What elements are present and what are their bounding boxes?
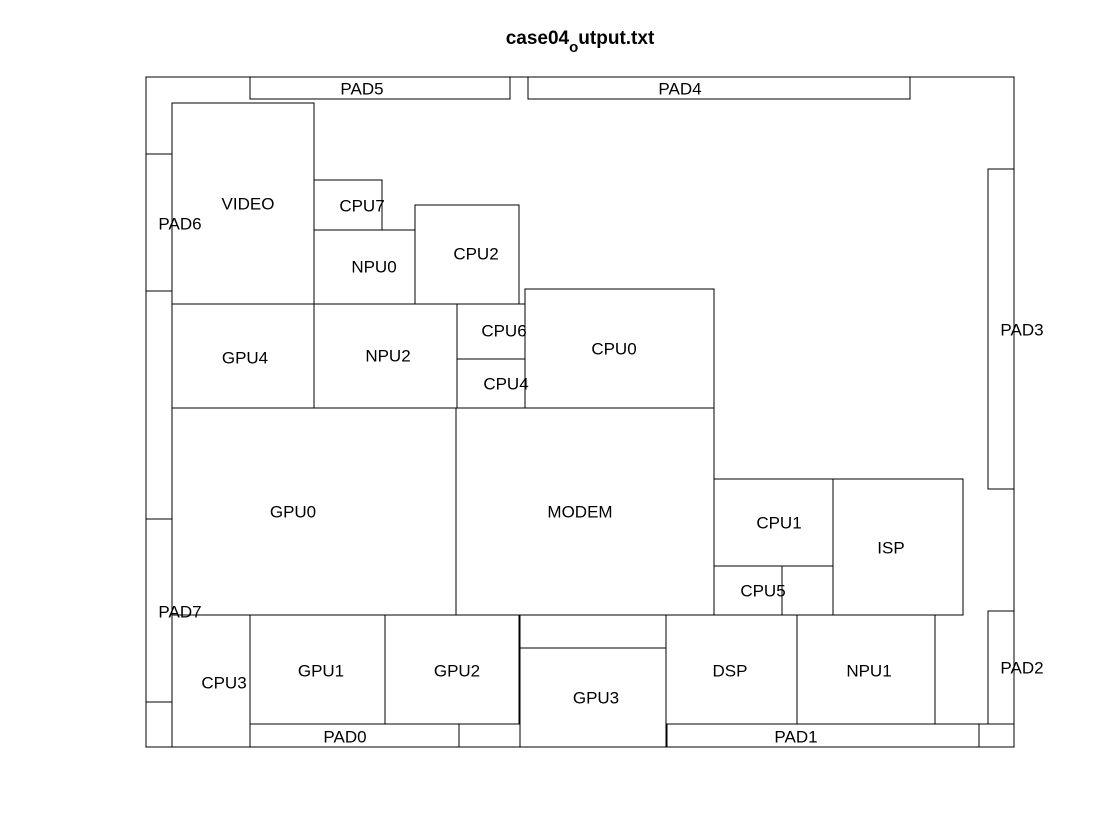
block-rect-gpu0 [171, 407, 457, 616]
block-label-isp: ISP [877, 538, 904, 557]
block-cpu0 [524, 288, 715, 409]
block-rect-video [171, 102, 315, 305]
block-label-npu1: NPU1 [846, 661, 891, 680]
block-rect-pad4 [527, 76, 911, 100]
block-label-npu2: NPU2 [365, 346, 410, 365]
block-label-pad4: PAD4 [658, 79, 701, 98]
block-rect-gpu1 [249, 614, 386, 725]
block-rect-pad1 [666, 723, 980, 748]
block-rect-cpu1 [713, 478, 834, 567]
block-rect-cpu5 [713, 565, 834, 616]
block-rect-pad3 [987, 168, 1015, 490]
block-label-cpu5: CPU5 [740, 581, 785, 600]
block-rect-cpu3 [171, 614, 251, 748]
block-label-pad2: PAD2 [1000, 658, 1043, 677]
block-cpu5 [713, 565, 834, 616]
block-label-video: VIDEO [222, 194, 275, 213]
block-label-pad5: PAD5 [340, 79, 383, 98]
block-rect-npu0 [313, 229, 416, 305]
block-rect-cpu0 [524, 288, 715, 409]
block-label-gpu4: GPU4 [222, 348, 268, 367]
diagram-title: case04output.txt [506, 28, 655, 56]
block-label-cpu2: CPU2 [453, 244, 498, 263]
block-pad7 [145, 518, 173, 703]
block-rect-gpu2 [384, 614, 520, 725]
block-label-cpu1: CPU1 [756, 513, 801, 532]
block-label-cpu0: CPU0 [591, 339, 636, 358]
block-label-gpu1: GPU1 [298, 661, 344, 680]
block-npu1 [796, 614, 936, 725]
block-isp [832, 478, 964, 616]
block-pad1 [666, 723, 980, 748]
block-rect-cpu6 [456, 303, 526, 360]
block-gpu3 [519, 647, 667, 748]
block-gpu1 [249, 614, 386, 725]
block-label-pad3: PAD3 [1000, 320, 1043, 339]
block-label-pad7: PAD7 [158, 602, 201, 621]
block-label-gpu3: GPU3 [573, 688, 619, 707]
block-rect-pad5 [249, 76, 511, 100]
block-label-pad0: PAD0 [323, 727, 366, 746]
block-npu0 [313, 229, 416, 305]
block-rect-npu1 [796, 614, 936, 725]
block-label-npu0: NPU0 [351, 257, 396, 276]
block-gpu4 [171, 303, 315, 409]
block-pad0 [249, 723, 521, 748]
block-label-gpu0: GPU0 [270, 502, 316, 521]
block-label-gpu2: GPU2 [434, 661, 480, 680]
block-label-cpu4: CPU4 [483, 374, 528, 393]
block-rect-pad7 [145, 518, 173, 703]
block-label-modem: MODEM [547, 502, 612, 521]
block-pad4 [527, 76, 911, 100]
block-label-cpu3: CPU3 [201, 673, 246, 692]
block-cpu1 [713, 478, 834, 567]
block-label-pad1: PAD1 [774, 727, 817, 746]
block-label-pad6: PAD6 [158, 214, 201, 233]
block-modem [455, 407, 715, 616]
block-pad3 [987, 168, 1015, 490]
block-label-cpu7: CPU7 [339, 196, 384, 215]
block-gpu0 [171, 407, 457, 616]
block-rect-gpu3 [519, 647, 667, 748]
block-gpu2 [384, 614, 520, 725]
block-label-cpu6: CPU6 [481, 321, 526, 340]
block-rect-pad0 [249, 723, 521, 748]
block-pad6 [145, 153, 173, 292]
block-rect-pad6 [145, 153, 173, 292]
block-cpu3 [171, 614, 251, 748]
block-rect-modem [455, 407, 715, 616]
block-pad5 [249, 76, 511, 100]
block-cpu6 [456, 303, 526, 360]
block-video [171, 102, 315, 305]
block-label-dsp: DSP [713, 661, 748, 680]
block-rect-gpu4 [171, 303, 315, 409]
block-rect-isp [832, 478, 964, 616]
